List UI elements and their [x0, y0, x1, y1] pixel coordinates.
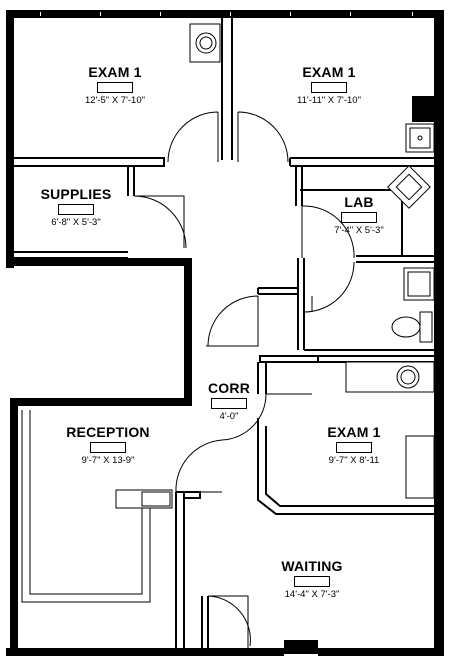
room-name: WAITING	[281, 558, 343, 574]
interior-walls	[14, 18, 434, 648]
room-tag	[58, 204, 94, 215]
room-dimensions: 4'-0"	[219, 411, 239, 422]
room-dimensions: 7'-4" X 5'-3"	[334, 225, 384, 236]
doors	[133, 111, 355, 648]
wall-lab-left	[295, 166, 303, 206]
wall-exam-top-right-bottom	[289, 157, 434, 167]
room-tag	[341, 212, 377, 223]
wall-exam-top-left-bottom	[14, 157, 165, 167]
room-dimensions: 11'-11" X 7'-10"	[297, 95, 361, 106]
door-entry	[207, 595, 251, 648]
exterior-wall-notch-bottom	[10, 398, 192, 406]
counter-exam-br	[345, 361, 435, 393]
room-tag	[97, 82, 133, 93]
door-exam-top-left	[167, 111, 219, 163]
wall-toilet-left	[297, 258, 305, 350]
room-label-corridor: CORR 4'-0"	[196, 380, 262, 422]
fixtures	[189, 23, 435, 499]
room-label-waiting: WAITING 14'-4" X 7'-3"	[262, 558, 362, 600]
door-corridor	[206, 295, 259, 347]
wall-toilet-door-jamb	[257, 287, 298, 295]
door-toilet	[303, 261, 355, 313]
exterior-wall-bottom-right	[318, 648, 444, 656]
reception-counter	[21, 410, 173, 603]
wall-exam-br-door	[257, 362, 267, 394]
wall-lab-bottom	[356, 255, 434, 263]
exterior-wall-left-upper	[6, 10, 14, 268]
room-name: EXAM 1	[88, 64, 142, 80]
exterior-walls	[6, 10, 444, 656]
wall-reception-stub	[176, 491, 201, 499]
room-dimensions: 9'-7" X 8'-11	[328, 455, 380, 466]
exterior-wall-notch-top	[6, 258, 192, 266]
room-label-supplies: SUPPLIES 6'-8" X 5'-3"	[24, 186, 128, 228]
wall-reception-right	[175, 492, 185, 648]
room-dimensions: 12'-5" X 7'-10"	[84, 95, 145, 106]
door-reception	[175, 439, 223, 493]
room-tag	[294, 576, 330, 587]
wall-supplies-bottom	[14, 251, 128, 259]
toilet-bowl	[391, 316, 421, 338]
room-name: LAB	[344, 194, 374, 210]
wall-supplies-right	[127, 166, 135, 196]
room-dimensions: 14'-4" X 7'-3"	[284, 589, 340, 600]
room-tag	[336, 442, 372, 453]
wall-exam-br-top2	[318, 355, 434, 363]
exterior-wall-notch-right	[184, 258, 192, 404]
wall-exam-br-left	[257, 418, 434, 515]
room-label-exam-bottom-right: EXAM 1 9'-7" X 8'-11	[306, 424, 402, 466]
toilet-tank	[419, 311, 433, 343]
room-name: EXAM 1	[327, 424, 381, 440]
door-exam-top-right	[237, 111, 289, 163]
room-name: EXAM 1	[302, 64, 356, 80]
wall-exam-br-top	[259, 355, 319, 363]
exterior-wall-notch	[412, 96, 442, 122]
room-tag	[211, 398, 247, 409]
exterior-wall-right	[434, 10, 444, 650]
room-label-reception: RECEPTION 9'-7" X 13-9"	[50, 424, 166, 466]
door-supplies	[133, 195, 187, 249]
wall-waiting-jamb	[201, 596, 209, 648]
room-label-lab: LAB 7'-4" X 5'-3"	[316, 194, 402, 236]
exterior-wall-top	[6, 10, 440, 18]
wall-exam-divider	[221, 18, 233, 160]
room-dimensions: 6'-8" X 5'-3"	[51, 217, 101, 228]
room-label-exam-top-left: EXAM 1 12'-5" X 7'-10"	[60, 64, 170, 106]
door-lab	[301, 205, 355, 259]
room-tag	[90, 442, 126, 453]
room-name: RECEPTION	[66, 424, 150, 440]
door-exam-bottom-right	[221, 393, 312, 441]
exterior-wall-left-lower	[10, 398, 18, 656]
room-tag	[311, 82, 347, 93]
room-name: CORR	[207, 380, 251, 396]
exterior-wall-bottom-left	[6, 648, 284, 656]
room-dimensions: 9'-7" X 13-9"	[81, 455, 135, 466]
window-marks	[40, 12, 413, 16]
room-label-exam-top-right: EXAM 1 11'-11" X 7'-10"	[274, 64, 384, 106]
entry-threshold	[284, 640, 318, 654]
exam-table	[405, 435, 435, 499]
room-name: SUPPLIES	[40, 186, 112, 202]
